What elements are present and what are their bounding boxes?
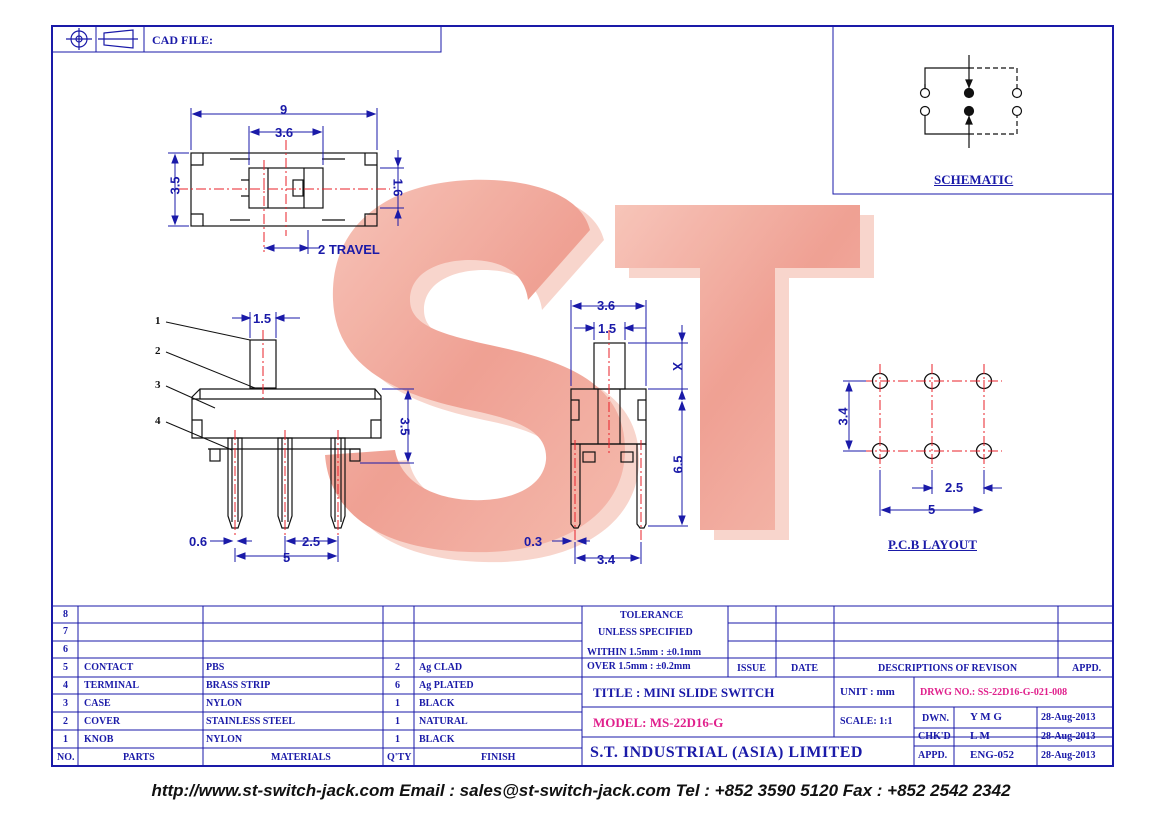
drawing-title: TITLE : MINI SLIDE SWITCH xyxy=(593,685,775,700)
chkd-date: 28-Aug-2013 xyxy=(1041,731,1096,742)
dim-pin-0-6: 0.6 xyxy=(189,534,208,549)
watermark-logo xyxy=(325,179,874,563)
chkd-value: L M xyxy=(970,730,990,742)
tolerance-title: TOLERANCE xyxy=(620,610,684,621)
dim-pcb-2-5: 2.5 xyxy=(945,480,964,495)
tolerance-over: OVER 1.5mm : ±0.2mm xyxy=(587,661,691,672)
schematic-diagram xyxy=(919,55,1023,148)
dim-width-3-6: 3.6 xyxy=(275,125,294,140)
unit-label: UNIT : mm xyxy=(840,686,895,698)
cad-file-label: CAD FILE: xyxy=(152,33,214,47)
front-view-dims xyxy=(210,312,414,562)
drawing-number: DRWG NO.: SS-22D16-G-021-008 xyxy=(920,687,1068,698)
callout-3: 3 xyxy=(155,379,161,391)
dwn-date: 28-Aug-2013 xyxy=(1041,712,1096,723)
dim-side-1-5: 1.5 xyxy=(598,321,617,336)
appd-date: 28-Aug-2013 xyxy=(1041,750,1096,761)
dim-side-3-4: 3.4 xyxy=(597,552,616,567)
dim-pcb-5: 5 xyxy=(928,502,936,517)
dim-travel: 2 TRAVEL xyxy=(318,242,380,257)
tolerance-subtitle: UNLESS SPECIFIED xyxy=(598,627,693,638)
pcb-dims xyxy=(843,380,1002,516)
revision-desc-header: DESCRIPTIONS OF REVISON xyxy=(878,663,1018,674)
dim-span-5: 5 xyxy=(283,550,291,565)
dim-height-1-6: 1.6 xyxy=(390,178,406,197)
dim-side-x: X xyxy=(669,362,685,371)
side-view-centerlines xyxy=(574,330,642,540)
callout-leaders xyxy=(165,321,256,451)
dim-pitch-2-5: 2.5 xyxy=(302,534,321,549)
contact-footer: http://www.st-switch-jack.com Email : sa… xyxy=(151,781,1011,800)
revision-date-header: DATE xyxy=(791,663,819,674)
tolerance-within: WITHIN 1.5mm : ±0.1mm xyxy=(587,647,702,658)
revision-issue-header: ISSUE xyxy=(737,663,766,674)
dim-width-9: 9 xyxy=(280,102,288,117)
dim-body-3-5: 3.5 xyxy=(397,417,413,436)
table-row: 6 xyxy=(63,644,68,655)
dwn-label: DWN. xyxy=(922,713,949,724)
callout-2: 2 xyxy=(155,345,161,357)
dim-knob-1-5: 1.5 xyxy=(253,311,272,326)
pcb-layout-title: P.C.B LAYOUT xyxy=(888,537,977,552)
side-view-dims xyxy=(552,300,688,564)
projection-symbol-icon xyxy=(66,28,138,50)
top-view-dims xyxy=(168,108,404,254)
dim-pcb-3-4: 3.4 xyxy=(835,407,851,426)
dim-side-6-5: 6.5 xyxy=(670,455,686,474)
dim-side-0-3: 0.3 xyxy=(524,534,543,549)
dim-height-3-5: 3.5 xyxy=(167,176,183,195)
company-name: S.T. INDUSTRIAL (ASIA) LIMITED xyxy=(590,744,863,761)
revision-appd-header: APPD. xyxy=(1072,663,1102,674)
front-view xyxy=(191,339,382,529)
callout-4: 4 xyxy=(155,415,161,427)
top-view-centerlines xyxy=(178,140,390,252)
model-number: MODEL: MS-22D16-G xyxy=(593,715,724,730)
pcb-centerlines xyxy=(862,364,1002,468)
dim-side-3-6: 3.6 xyxy=(597,298,616,313)
callout-1: 1 xyxy=(155,315,161,327)
bom-table-grid xyxy=(52,605,1113,766)
scale-label: SCALE: 1:1 xyxy=(840,716,893,727)
appd-label: APPD. xyxy=(918,750,948,761)
table-row: 8 xyxy=(63,609,68,620)
dwn-value: Y M G xyxy=(970,711,1002,723)
chkd-label: CHK'D xyxy=(918,731,951,742)
appd-value: ENG-052 xyxy=(970,749,1014,761)
table-row: 7 xyxy=(63,626,68,637)
front-view-centerlines xyxy=(234,330,339,535)
schematic-title: SCHEMATIC xyxy=(934,172,1014,187)
